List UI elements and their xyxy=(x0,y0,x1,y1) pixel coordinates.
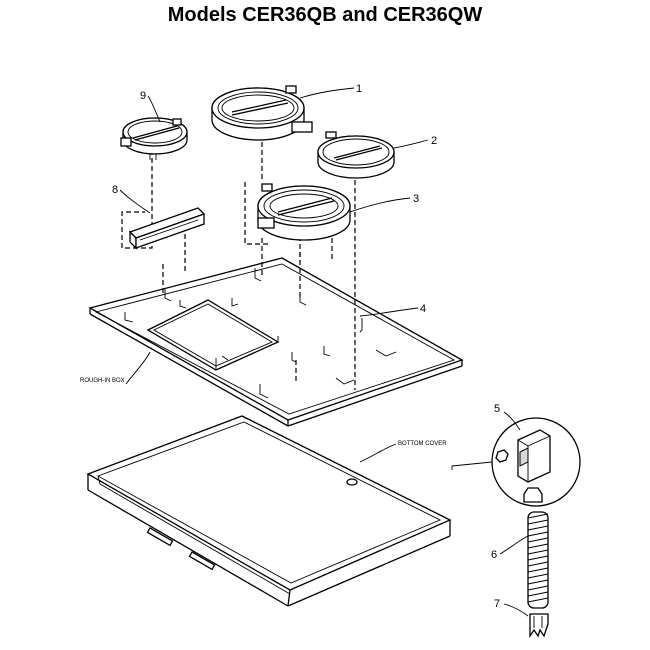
diagram-title: Models CER36QB and CER36QW xyxy=(167,4,483,26)
callout-3: 3 xyxy=(413,193,419,205)
bottom-cover-label: BOTTOM COVER xyxy=(398,441,447,447)
rough-in-box-label: ROUGH-IN BOX xyxy=(80,378,125,384)
callout-8: 8 xyxy=(112,184,118,196)
callout-5: 5 xyxy=(494,403,500,415)
callout-9: 9 xyxy=(140,90,146,102)
bottom-cover xyxy=(86,415,452,607)
rough-in-box xyxy=(88,257,464,427)
bracket-part-8 xyxy=(128,207,206,250)
element-part-1 xyxy=(211,85,313,141)
clip-part-7 xyxy=(529,613,549,639)
assembly-guide-lines xyxy=(121,134,356,390)
callout-numbers: 1 2 3 4 5 6 7 8 9 xyxy=(112,83,500,610)
element-part-2 xyxy=(317,131,395,179)
leader-lines xyxy=(119,87,529,617)
callout-6: 6 xyxy=(491,549,497,561)
callout-4: 4 xyxy=(420,303,426,315)
callout-1: 1 xyxy=(356,83,362,95)
spring-part-6 xyxy=(527,511,549,609)
callout-2: 2 xyxy=(431,135,437,147)
element-part-3 xyxy=(257,183,351,241)
element-part-9 xyxy=(120,117,188,160)
callout-7: 7 xyxy=(494,598,500,610)
detail-view-part-5 xyxy=(451,417,581,507)
